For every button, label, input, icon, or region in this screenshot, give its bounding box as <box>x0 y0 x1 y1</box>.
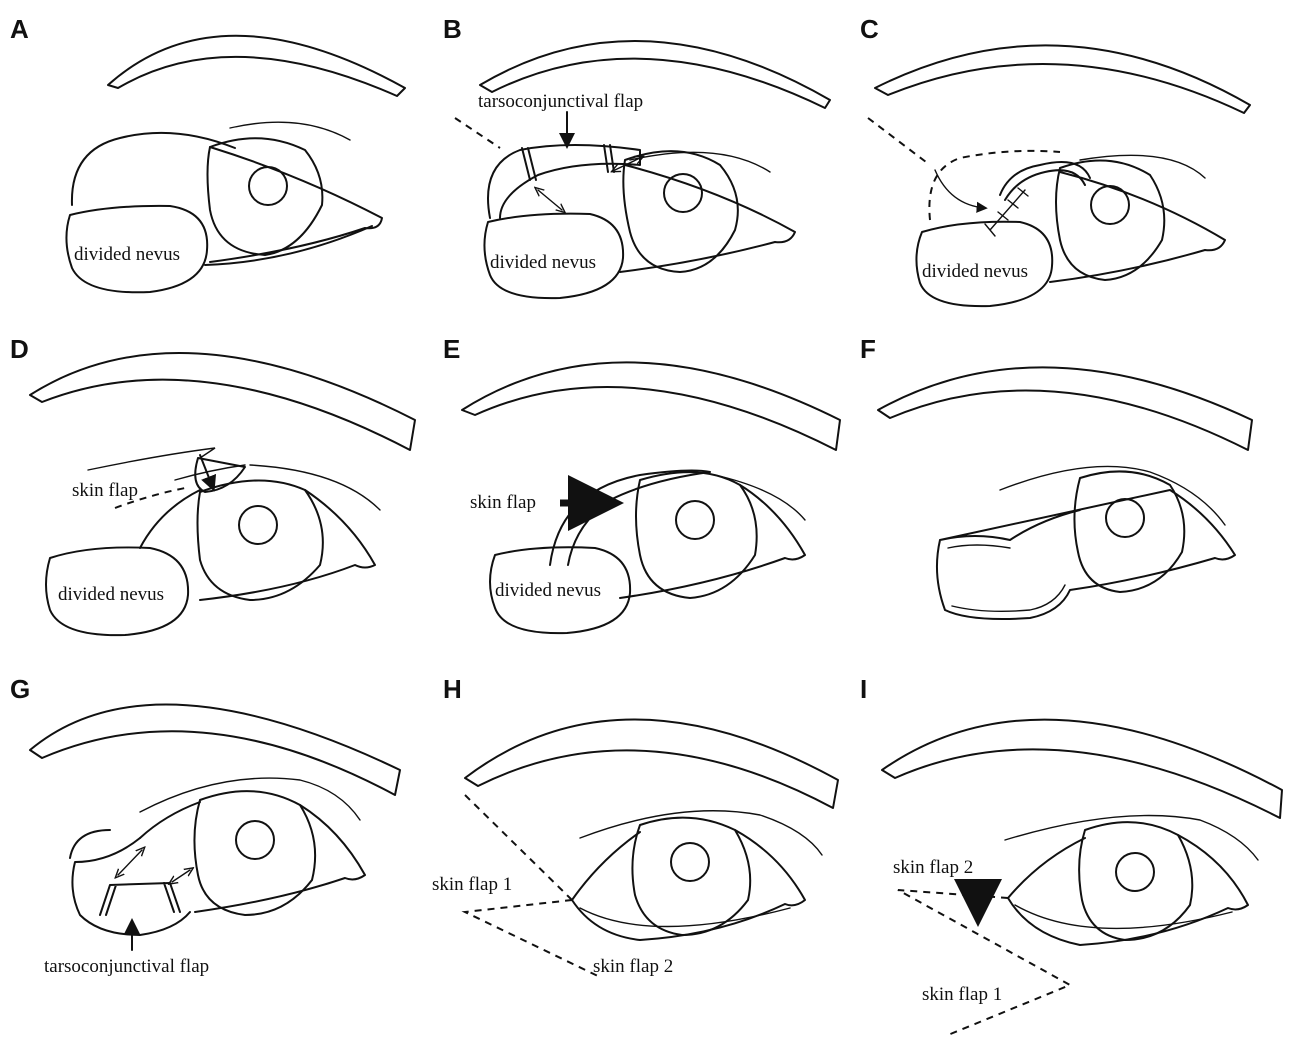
panel-d: D skin flap divided nevus <box>10 334 415 635</box>
panel-f: F <box>860 334 1252 619</box>
lower-lid-line <box>580 908 790 927</box>
panel-c: C divided nevus <box>860 14 1250 306</box>
tarsoconjunctival-flap-label: tarsoconjunctival flap <box>478 91 643 112</box>
tarsoconjunctival-strip <box>522 145 614 180</box>
pupil <box>249 167 287 205</box>
skin-flap-2-label: skin flap 2 <box>893 857 973 878</box>
nevus-label: divided nevus <box>74 244 180 265</box>
reconstructed-lid <box>937 490 1235 619</box>
nevus-label: divided nevus <box>58 584 164 605</box>
panel-b: B tarsoconjunctival flap divided nevus <box>443 14 830 298</box>
pupil <box>676 501 714 539</box>
panel-letter-e: E <box>443 334 460 364</box>
panel-letter-d: D <box>10 334 29 364</box>
crease-line <box>580 811 822 855</box>
tarsoconjunctival-strip <box>100 883 180 915</box>
crease-line <box>250 465 380 510</box>
skin-flap-1-label: skin flap 1 <box>432 874 512 895</box>
crease-line <box>715 475 805 520</box>
tarsoconjunctival-flap-label: tarsoconjunctival flap <box>44 956 209 977</box>
pupil <box>1116 853 1154 891</box>
rotation-arrow <box>935 170 985 208</box>
panel-g: G tarsoconjunctival flap <box>10 674 400 977</box>
crease-line <box>230 122 350 140</box>
skin-flap <box>550 471 710 565</box>
crease-line <box>1080 155 1205 178</box>
iris <box>636 472 757 598</box>
pupil <box>664 174 702 212</box>
eyebrow <box>30 705 400 795</box>
double-arrow <box>118 850 142 875</box>
iris <box>1079 822 1192 940</box>
pupil <box>1106 499 1144 537</box>
panel-letter-h: H <box>443 674 462 704</box>
pupil <box>239 506 277 544</box>
panel-a: A divided nevus <box>10 14 405 292</box>
panel-h: H skin flap 1 skin flap 2 <box>432 674 838 978</box>
pupil <box>671 843 709 881</box>
pupil <box>236 821 274 859</box>
skin-flap-incision <box>898 890 1070 1035</box>
incision-line <box>455 118 500 148</box>
iris <box>632 818 750 935</box>
panel-letter-b: B <box>443 14 462 44</box>
nevus-label: divided nevus <box>495 580 601 601</box>
iris <box>1056 160 1164 280</box>
skin-flap-incision <box>88 448 245 480</box>
panel-letter-g: G <box>10 674 30 704</box>
eyelid-outline <box>620 165 795 272</box>
eyebrow <box>465 719 838 808</box>
nevus-label: divided nevus <box>490 252 596 273</box>
skin-flap-1-label: skin flap 1 <box>922 984 1002 1005</box>
eyebrow <box>108 36 405 96</box>
panel-i: I skin flap 2 skin flap 1 <box>860 674 1282 1035</box>
skin-flap-2-label: skin flap 2 <box>593 956 673 977</box>
lower-lid-line <box>1015 905 1232 928</box>
iris <box>194 791 315 915</box>
flap-outline <box>488 145 640 218</box>
rotated-flap <box>1000 162 1090 200</box>
panel-letter-f: F <box>860 334 876 364</box>
eyebrow <box>30 353 415 450</box>
eyebrow <box>875 45 1250 113</box>
nevus-label: divided nevus <box>922 261 1028 282</box>
eyelid-outline <box>620 485 805 598</box>
eyebrow <box>882 720 1282 818</box>
panel-letter-i: I <box>860 674 867 704</box>
flap-outline-dashed <box>929 151 1060 220</box>
eyebrow <box>878 367 1252 450</box>
panel-e: E skin flap divided nevus <box>443 334 840 633</box>
panel-letter-a: A <box>10 14 29 44</box>
crease-line <box>1000 466 1225 525</box>
double-arrow <box>538 190 562 210</box>
eyelid-outline <box>1050 172 1225 282</box>
skin-flap-label: skin flap <box>470 492 536 513</box>
suture-line <box>985 188 1028 236</box>
incision-line <box>868 118 930 165</box>
iris <box>208 138 323 255</box>
skin-flap-label: skin flap <box>72 480 138 501</box>
panel-letter-c: C <box>860 14 879 44</box>
eyelid-outline <box>572 830 805 940</box>
eyebrow <box>462 362 840 450</box>
reconstructed-lid-inner <box>948 545 1065 611</box>
double-arrow <box>172 870 190 882</box>
